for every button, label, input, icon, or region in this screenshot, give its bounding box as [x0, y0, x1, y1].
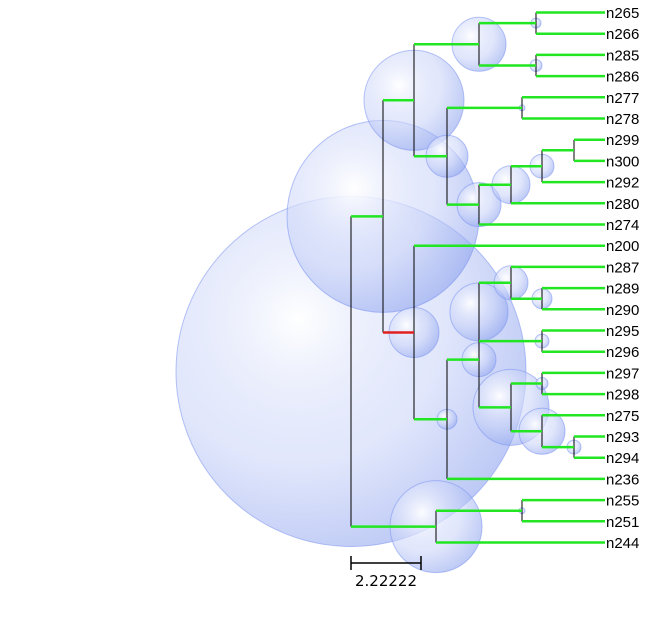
- leaf-label: n277: [606, 90, 639, 107]
- leaf-label: n255: [606, 493, 639, 510]
- leaf-label: n293: [606, 429, 639, 446]
- scale-bar: 2.22222: [350, 556, 422, 590]
- leaf-label: n300: [606, 153, 639, 170]
- leaf-label: n290: [606, 302, 639, 319]
- leaf-label: n295: [606, 323, 639, 340]
- leaf-label: n266: [606, 26, 639, 43]
- branches: [351, 11, 605, 544]
- leaf-label: n280: [606, 196, 639, 213]
- leaf-label: n265: [606, 5, 639, 22]
- leaf-label: n289: [606, 281, 639, 298]
- leaf-label: n278: [606, 111, 639, 128]
- leaf-label: n287: [606, 259, 639, 276]
- leaf-label: n286: [606, 69, 639, 86]
- leaf-label: n285: [606, 47, 639, 64]
- leaf-label: n294: [606, 450, 639, 467]
- leaf-label: n298: [606, 387, 639, 404]
- leaf-label: n299: [606, 132, 639, 149]
- leaf-label: n296: [606, 344, 639, 361]
- leaf-label: n200: [606, 238, 639, 255]
- leaf-label: n297: [606, 365, 639, 382]
- node-bubbles: [175, 16, 582, 574]
- leaf-labels: n265 n266 n285 n286 n277 n278 n299 n300 n292 n280…: [606, 5, 639, 552]
- leaf-label: n275: [606, 408, 639, 425]
- scale-bar-label: 2.22222: [355, 572, 417, 590]
- leaf-label: n292: [606, 175, 639, 192]
- leaf-label: n251: [606, 514, 639, 531]
- leaf-label: n274: [606, 217, 639, 234]
- leaf-label: n236: [606, 471, 639, 488]
- leaf-label: n244: [606, 535, 639, 552]
